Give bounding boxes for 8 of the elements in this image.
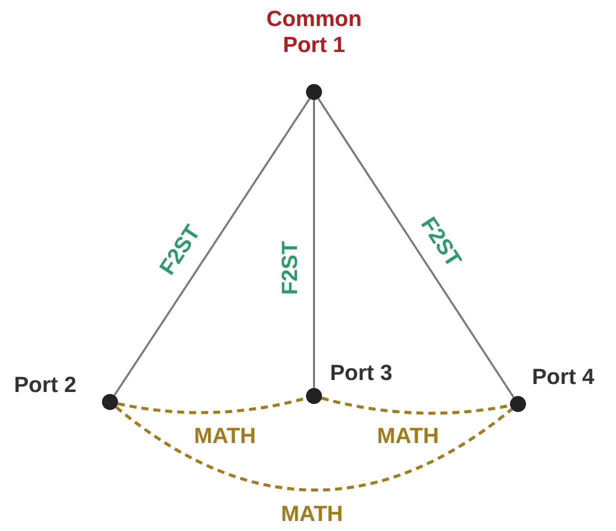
port-label: Common Port 1 [265, 6, 363, 58]
port-label: Port 3 [330, 360, 394, 386]
port-label: Port 2 [14, 372, 78, 398]
connector-line [313, 100, 315, 388]
connector-line [318, 98, 514, 398]
dashed-connector [115, 406, 513, 492]
connector-line [114, 98, 310, 396]
port-label: Port 4 [532, 364, 596, 390]
